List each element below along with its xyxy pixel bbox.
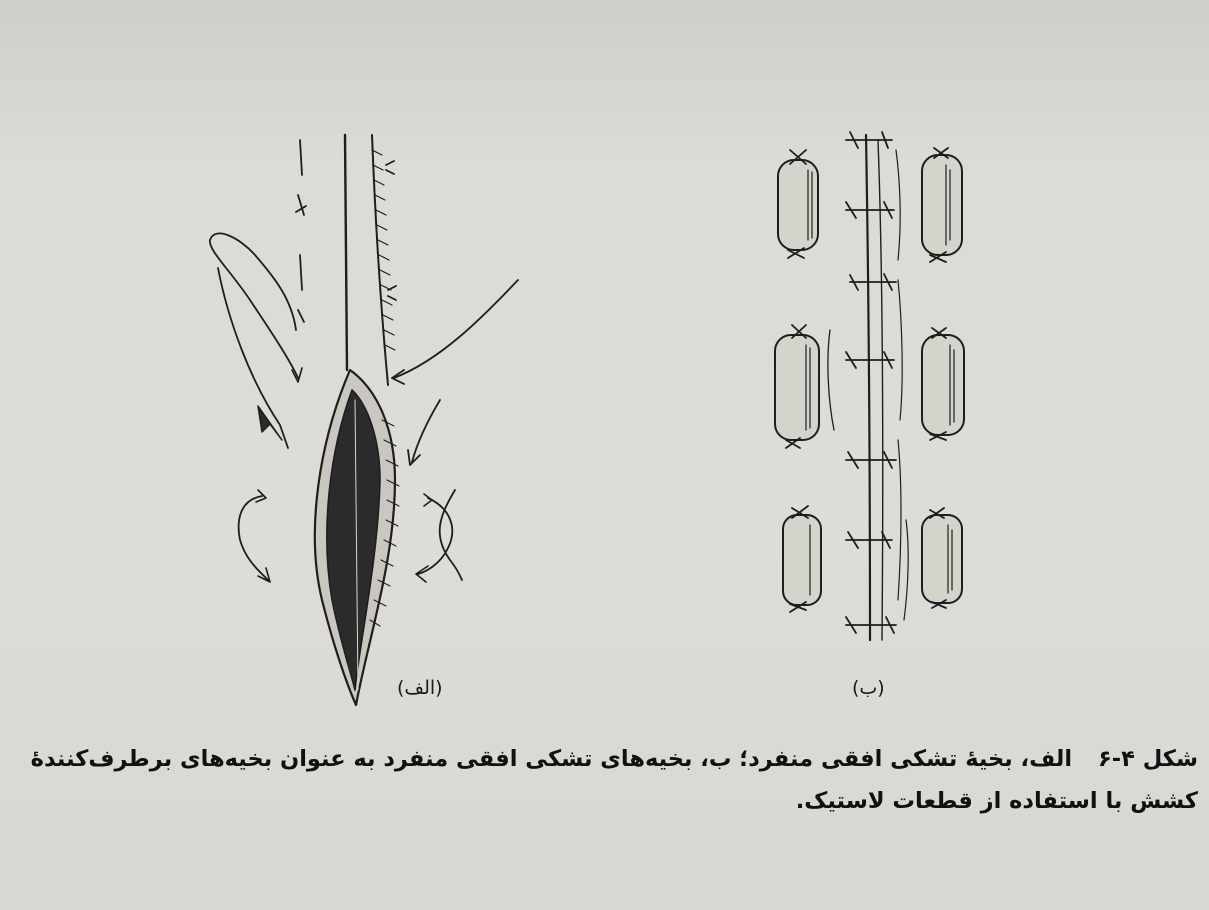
figure-label-b: (ب) (852, 677, 885, 699)
caption-number: شکل ۴-۶ (1098, 746, 1198, 772)
figure-label-a: (الف) (397, 677, 443, 699)
figure-b-drawing (775, 132, 964, 640)
caption-text: الف، بخیهٔ تشکی افقی منفرد؛ ب، بخیه‌های … (31, 746, 1198, 814)
figure-a-drawing (210, 135, 518, 705)
figure-caption: شکل ۴-۶الف، بخیهٔ تشکی افقی منفرد؛ ب، بخ… (30, 738, 1198, 822)
